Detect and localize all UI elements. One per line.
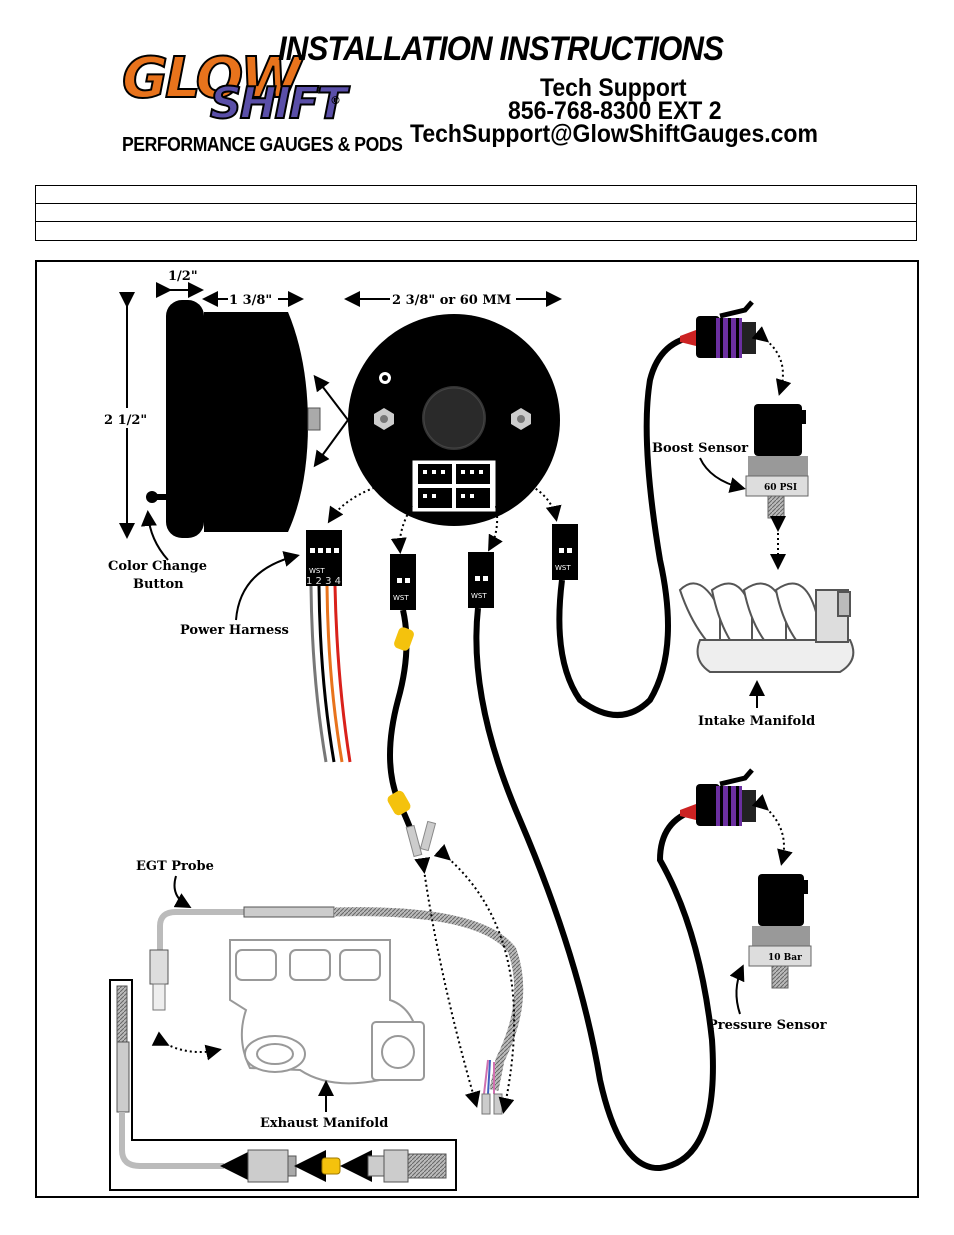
probe-fitting-inset — [109, 979, 457, 1191]
egt-probe-label: EGT Probe — [136, 859, 214, 874]
boost-connector: WST — [552, 524, 578, 580]
exhaust-manifold-label: Exhaust Manifold — [260, 1116, 388, 1131]
pressure-connector: WST — [468, 552, 494, 608]
dim-depth-label: 1 3/8" — [229, 293, 272, 308]
exhaust-manifold — [229, 939, 425, 1085]
dim-bezel-label: 1/2" — [168, 269, 198, 284]
intake-manifold — [678, 582, 855, 673]
support-title: Tech Support — [540, 74, 687, 102]
egt-connector-mark: WST — [393, 594, 409, 602]
gauge-back-view — [348, 314, 560, 526]
header: GLOW SHIFT ® PERFORMANCE GAUGES & PODS I… — [0, 0, 954, 180]
gauge-side-view — [146, 300, 321, 538]
power-connector: WST 1 2 3 4 — [306, 530, 342, 587]
color-change-label-line1: Color Change — [108, 559, 207, 574]
power-connector-mark: WST — [309, 567, 325, 575]
pressure-connector-mark: WST — [471, 592, 487, 600]
power-connector-pins: 1 2 3 4 — [306, 576, 341, 587]
dim-height-label: 2 1/2" — [104, 413, 147, 428]
intake-manifold-label: Intake Manifold — [698, 714, 815, 729]
diagram-frame — [35, 260, 919, 1198]
pressure-sensor-label: Pressure Sensor — [708, 1018, 827, 1033]
info-row-3 — [35, 221, 917, 241]
pressure-sensor: 10 Bar — [748, 874, 812, 989]
logo-tagline: PERFORMANCE GAUGES & PODS — [122, 134, 403, 156]
support-phone: 856-768-8300 EXT 2 — [508, 97, 722, 125]
page-title: INSTALLATION INSTRUCTIONS — [278, 30, 724, 68]
logo-shift: SHIFT — [209, 77, 348, 130]
boost-sensor-rating: 60 PSI — [764, 483, 797, 493]
color-change-label-line2: Button — [133, 577, 184, 592]
power-harness-label: Power Harness — [180, 623, 289, 638]
dim-diameter-label: 2 3/8" or 60 MM — [392, 293, 511, 308]
boost-sensor-plug — [680, 300, 756, 358]
pressure-sensor-plug — [680, 768, 756, 826]
logo-registered-mark: ® — [330, 94, 341, 107]
boost-connector-mark: WST — [555, 564, 571, 572]
pressure-sensor-rating: 10 Bar — [768, 953, 802, 963]
support-email[interactable]: TechSupport@GlowShiftGauges.com — [410, 120, 818, 148]
logo-glow: GLOW — [121, 45, 303, 112]
egt-connector: WST — [390, 554, 416, 610]
boost-sensor-label: Boost Sensor — [652, 441, 748, 456]
boost-sensor: 60 PSI — [745, 404, 809, 519]
